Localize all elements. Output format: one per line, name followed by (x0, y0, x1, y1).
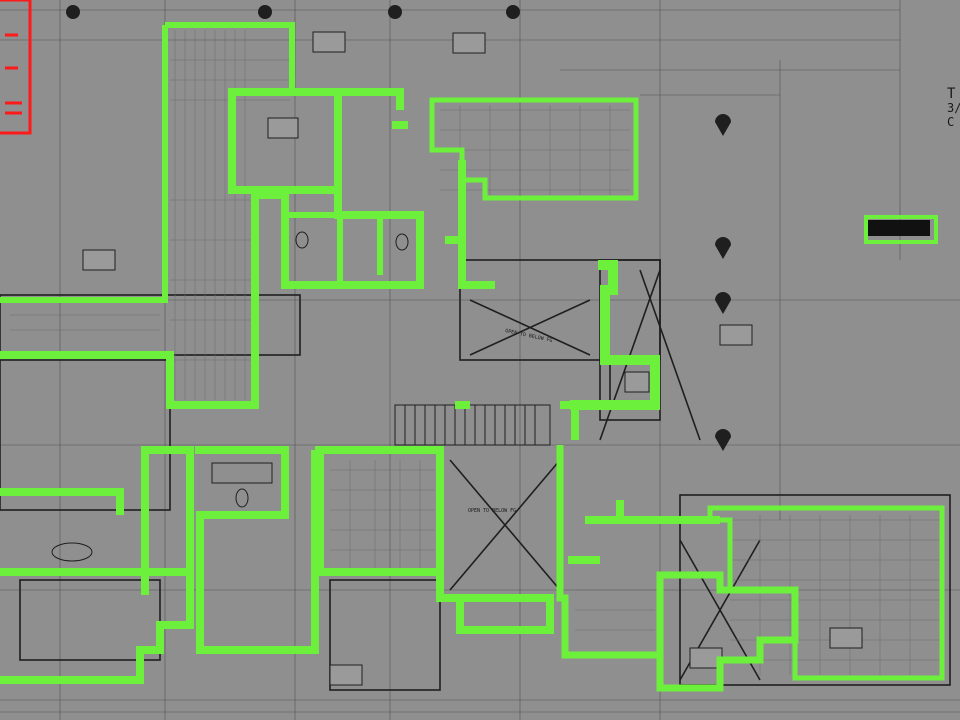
highlight-tag-east (864, 215, 938, 244)
section-marker (66, 5, 80, 19)
elevation-marker (715, 114, 731, 136)
section-marker (506, 5, 520, 19)
highlight-bedroom-suite (228, 88, 342, 194)
highlight-stair-core (570, 260, 660, 410)
open-to-below-label: OPEN TO BELOW FG (468, 508, 516, 514)
red-revision-markup[interactable] (0, 0, 32, 135)
room-highlight-markups[interactable] (0, 22, 945, 692)
highlight-corridor-north (0, 22, 295, 303)
highlight-hall-upper (0, 88, 424, 409)
toilet (235, 488, 249, 508)
bath-fixtures (51, 231, 409, 562)
section-markers (66, 5, 731, 451)
room-tags (82, 31, 863, 686)
highlight-link-east (392, 121, 495, 289)
highlight-bath-cluster (285, 212, 383, 285)
title-block: T 3/ C (947, 86, 960, 129)
highlight-rooms-southwest (0, 446, 194, 684)
highlight-room-northeast (429, 97, 639, 201)
elevation-marker (715, 292, 731, 314)
toilet (395, 233, 409, 251)
title-letter: C (947, 115, 954, 129)
highlight-balcony-center (456, 594, 554, 634)
title-letter: T (947, 86, 956, 102)
highlight-landing (455, 401, 579, 440)
elevation-marker (715, 429, 731, 451)
elevation-marker (715, 237, 731, 259)
highlight-tag-east-fill (868, 220, 930, 236)
toilet (295, 231, 309, 249)
staircase (394, 404, 551, 446)
title-letter: 3/ (947, 101, 960, 115)
bathtub (51, 542, 93, 562)
highlight-room-east-link (568, 500, 720, 564)
highlight-room-southcenter (195, 446, 460, 654)
section-marker (388, 5, 402, 19)
section-marker (258, 5, 272, 19)
vanity (211, 462, 273, 484)
